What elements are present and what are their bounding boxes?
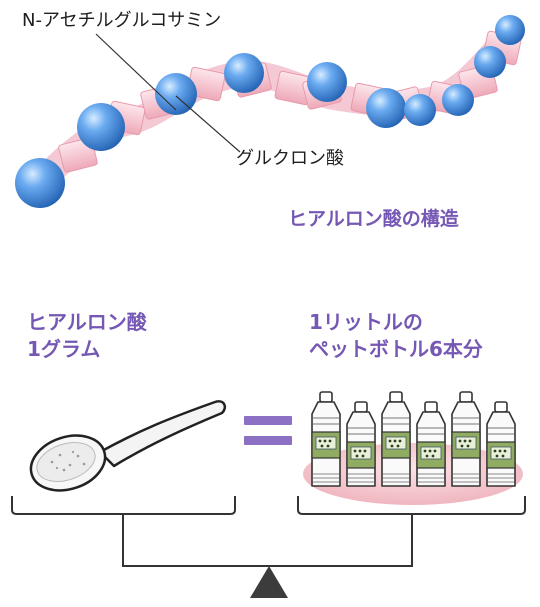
chain-sphere xyxy=(442,84,474,116)
glucuronic-acid-label: グルクロン酸 xyxy=(236,148,344,169)
molecule-chain xyxy=(15,15,525,208)
chain-sphere xyxy=(15,158,65,208)
balance-beam xyxy=(122,514,413,567)
leader-line-n-acetylglucosamine xyxy=(95,33,177,111)
bottle-icon xyxy=(416,401,446,487)
bottle-icon xyxy=(451,391,481,487)
chain-sphere xyxy=(307,62,347,102)
spoon-icon xyxy=(29,400,227,492)
bottle-icon xyxy=(346,401,376,487)
bottle-icon xyxy=(311,391,341,487)
hyaluronic-acid-amount-label: ヒアルロン酸 1グラム xyxy=(27,309,147,363)
n-acetylglucosamine-label: N-アセチルグルコサミン xyxy=(22,10,222,31)
ha-label-line1: ヒアルロン酸 xyxy=(27,310,147,334)
leader-line-glucuronic-acid xyxy=(175,95,241,153)
bottle-group xyxy=(311,391,516,487)
chain-sphere xyxy=(366,88,406,128)
chain-sphere xyxy=(474,46,506,78)
chain-sphere xyxy=(495,15,525,45)
bottle-label-line2: ペットボトル6本分 xyxy=(309,337,483,361)
bottle-equivalent-label: 1リットルの ペットボトル6本分 xyxy=(309,309,483,363)
powder xyxy=(36,442,96,482)
bottle-icon xyxy=(486,401,516,487)
chain-spheres xyxy=(15,15,525,208)
bottle-label-line1: 1リットルの xyxy=(309,310,423,334)
chain-sphere xyxy=(77,103,125,151)
ha-label-line2: 1グラム xyxy=(27,337,101,361)
equals-sign xyxy=(244,416,292,445)
chain-sphere xyxy=(224,53,264,93)
balance-fulcrum xyxy=(250,566,288,598)
chain-sphere xyxy=(404,94,436,126)
bottle-icon xyxy=(381,391,411,487)
left-bracket xyxy=(11,496,236,515)
structure-caption: ヒアルロン酸の構造 xyxy=(288,208,459,230)
